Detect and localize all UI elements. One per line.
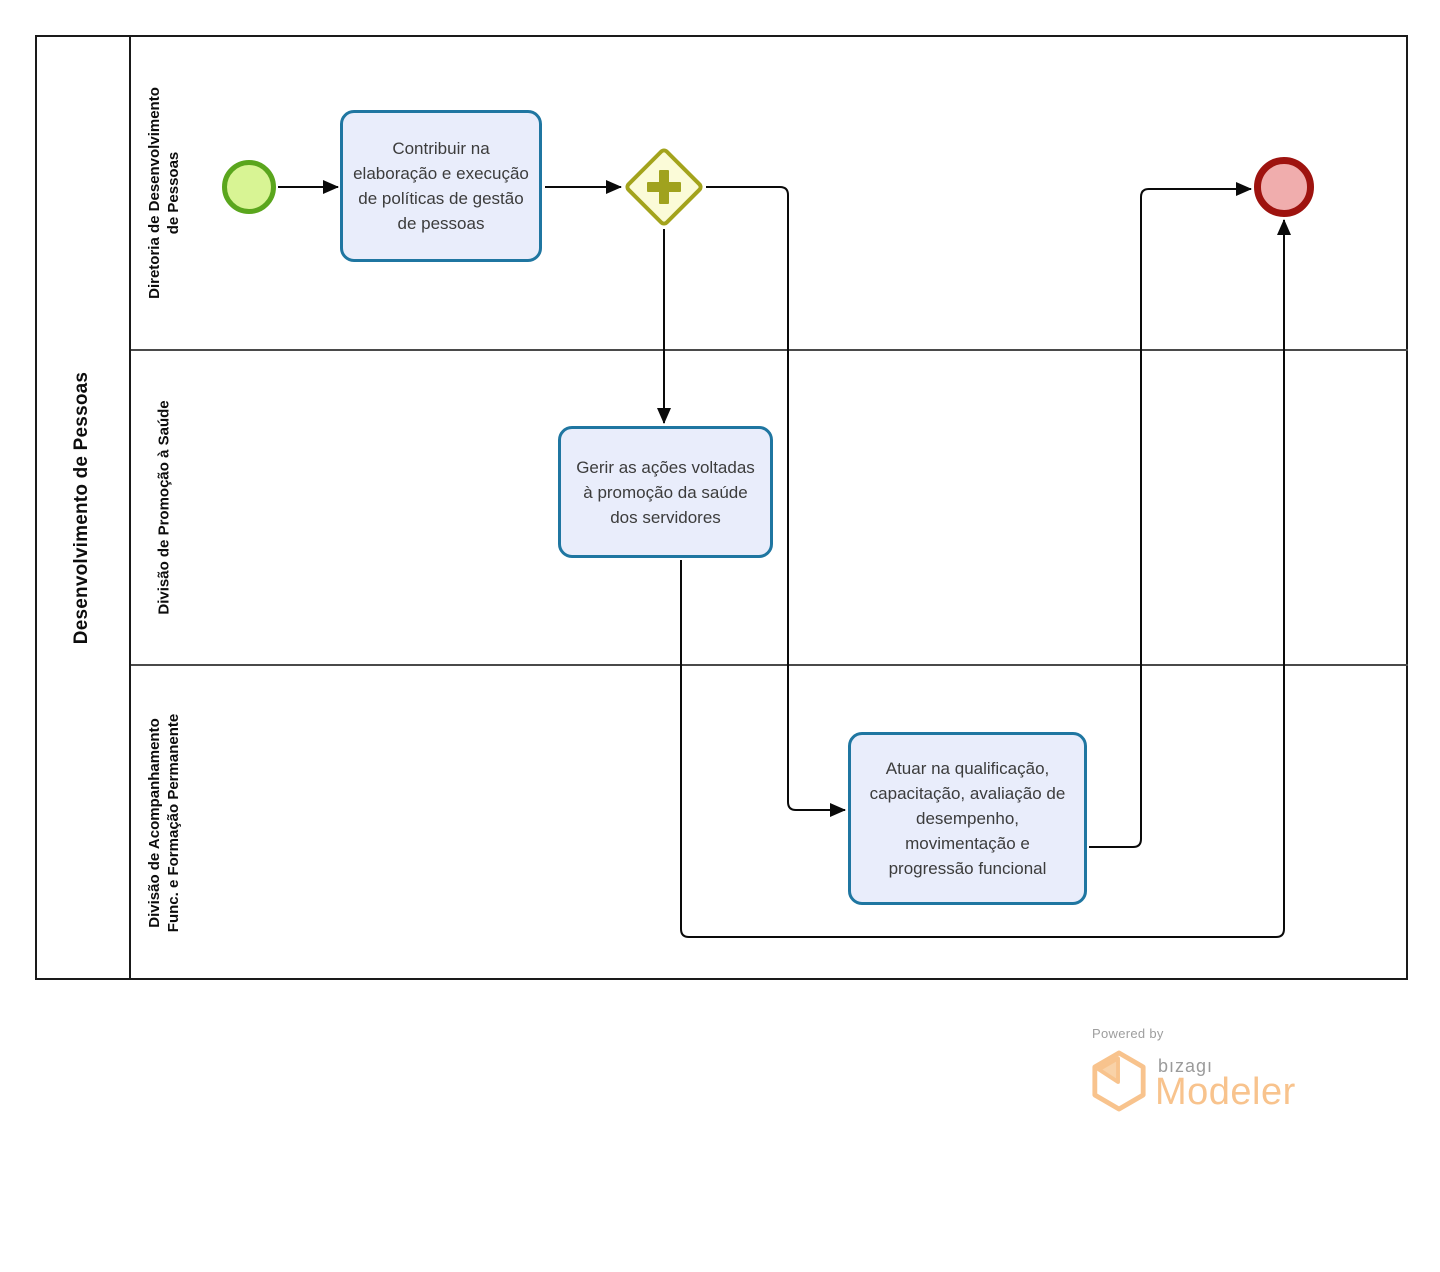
pool-border [35, 35, 1408, 980]
task-atuar-qualificacao: Atuar na qualificação, capacitação, aval… [848, 732, 1087, 905]
lane-header-acompanhamento: Divisão de Acompanhamento Func. e Formaç… [131, 665, 197, 980]
pool-header-divider [129, 35, 131, 980]
pool-header: Desenvolvimento de Pessoas [35, 35, 130, 980]
lane-header-promocao-saude: Divisão de Promoção à Saúde [131, 350, 197, 665]
powered-by-label: Powered by [1092, 1026, 1164, 1041]
parallel-gateway-plus-icon [659, 170, 669, 204]
lane-title-line: Divisão de Acompanhamento [146, 717, 163, 928]
task-contribuir-politicas: Contribuir na elaboração e execução de p… [340, 110, 542, 262]
end-event [1254, 157, 1314, 217]
lane-title-diretoria: Diretoria de Desenvolvimento de Pessoas [145, 87, 183, 299]
lane-title-line: de Pessoas [165, 151, 183, 234]
bizagi-wordmark: bızagı [1158, 1056, 1214, 1076]
start-event [222, 160, 276, 214]
modeler-wordmark: Modeler [1155, 1071, 1296, 1113]
lane-title-promocao-saude: Divisão de Promoção à Saúde [155, 400, 174, 614]
lane-divider-1 [131, 349, 1408, 351]
lane-divider-2 [131, 664, 1408, 666]
bizagi-hexagon-icon [1092, 1050, 1146, 1112]
lane-title-line: Diretoria de Desenvolvimento [146, 86, 164, 299]
lane-title-line: Divisão de Promoção à Saúde [155, 400, 173, 615]
task-gerir-acoes-saude: Gerir as ações voltadas à promoção da sa… [558, 426, 773, 558]
lane-header-diretoria: Diretoria de Desenvolvimento de Pessoas [131, 35, 197, 350]
lane-title-acompanhamento: Divisão de Acompanhamento Func. e Formaç… [145, 713, 183, 931]
lane-title-line: Func. e Formação Permanente [165, 713, 182, 932]
pool-title: Desenvolvimento de Pessoas [71, 371, 93, 644]
